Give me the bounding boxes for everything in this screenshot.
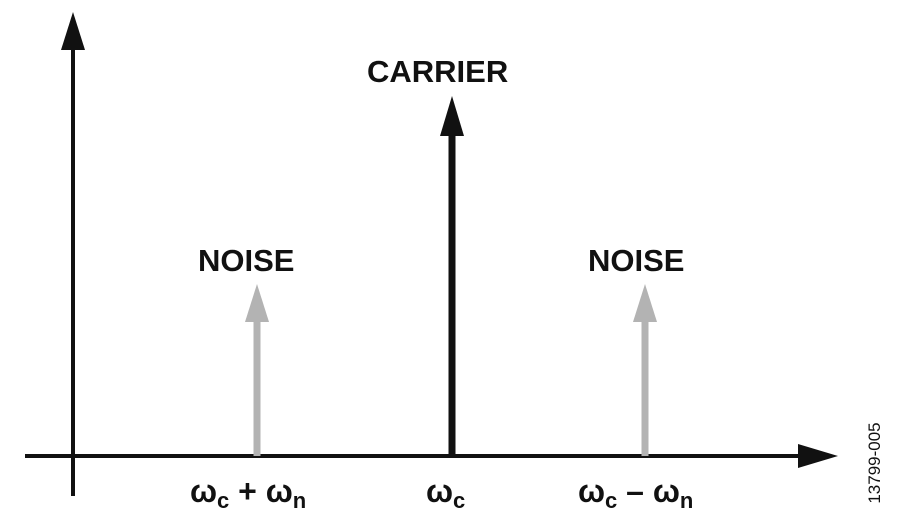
noise-left-arrowhead <box>245 284 269 322</box>
carrier-arrowhead <box>440 96 464 136</box>
noise-left-label: NOISE <box>198 243 295 278</box>
tick-label-carrier: ωc <box>426 473 466 513</box>
noise-right-arrowhead <box>633 284 657 322</box>
tick-label-carrier-minus-noise: ωc – ωn <box>578 473 694 513</box>
noise-right-label: NOISE <box>588 243 685 278</box>
x-axis-arrowhead <box>798 444 838 468</box>
figure-id: 13799-005 <box>865 422 884 504</box>
carrier-label: CARRIER <box>367 54 509 89</box>
tick-label-carrier-plus-noise: ωc + ωn <box>190 473 307 513</box>
y-axis-arrowhead <box>61 12 85 50</box>
